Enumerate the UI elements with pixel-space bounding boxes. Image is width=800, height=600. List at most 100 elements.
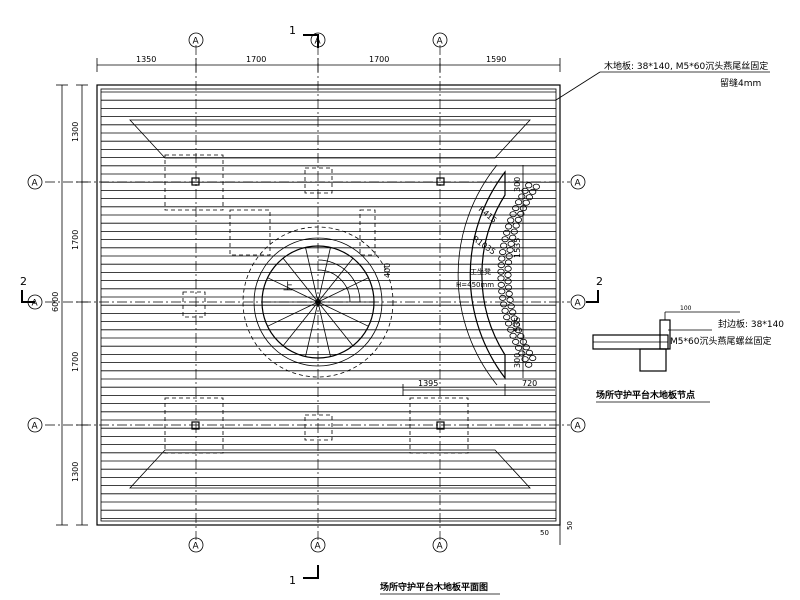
deck-outer-border [96, 84, 561, 526]
pebble [514, 199, 523, 206]
svg-text:A: A [32, 179, 39, 189]
svg-text:535: 535 [513, 317, 522, 332]
pebble [497, 262, 505, 269]
pebble [521, 187, 529, 194]
pebble [509, 234, 517, 241]
svg-text:A: A [437, 542, 444, 552]
stair-up-label: 上 [283, 281, 293, 293]
top-dimension-chain: 1350 1700 1700 1590 [96, 55, 561, 72]
detail-title: 场所守护平台木地板节点 [596, 389, 695, 401]
pebble [504, 259, 513, 266]
pebble [519, 205, 528, 212]
pebble [499, 249, 507, 256]
svg-text:1700: 1700 [369, 55, 389, 64]
pebble [512, 321, 520, 328]
pebble [529, 355, 537, 362]
drawing-title: 场所守护平台木地板平面图 [380, 581, 500, 595]
grid-bubble: A [432, 537, 448, 553]
axis-center-lines [45, 45, 570, 540]
pebble [499, 294, 507, 301]
curved-bench [457, 164, 540, 386]
grid-bubble: A [570, 417, 586, 433]
svg-text:A: A [193, 542, 200, 552]
svg-text:2: 2 [596, 275, 603, 288]
pebble [525, 349, 534, 356]
stair-tread [317, 257, 354, 303]
pebble [504, 223, 513, 230]
pebble [505, 253, 513, 260]
pebble [510, 228, 518, 235]
pebble [525, 194, 534, 201]
grid-bubble: A [27, 174, 43, 190]
pebble [512, 205, 520, 212]
pebble [517, 333, 525, 340]
pebble [510, 315, 518, 322]
pebble [498, 288, 506, 295]
pebble [506, 296, 514, 303]
floor-board-note: 木地板: 38*140, M5*60沉头燕尾丝固定 留缝4mm [555, 60, 770, 101]
svg-text:1300: 1300 [71, 122, 80, 142]
pebble [504, 271, 512, 278]
dashed-outlines [164, 154, 469, 454]
svg-text:A: A [575, 422, 582, 432]
pebble [517, 210, 525, 217]
stair-height-label: 400 [383, 263, 392, 278]
svg-text:A: A [32, 422, 39, 432]
pebble [514, 344, 523, 351]
grid-bubble: A [188, 537, 204, 553]
stair-tread [317, 301, 331, 357]
svg-text:场所守护平台木地板平面图: 场所守护平台木地板平面图 [380, 581, 488, 593]
pebble [504, 320, 513, 327]
pebble [519, 338, 528, 345]
svg-text:A: A [437, 37, 444, 47]
post-markers [191, 177, 445, 430]
pebble [525, 182, 533, 189]
pebble [507, 303, 515, 310]
svg-text:1350: 1350 [136, 55, 156, 64]
pebble [518, 193, 526, 200]
stair-tread [305, 301, 319, 357]
radius-label-r1035: R1035 [471, 234, 497, 256]
pebble [506, 246, 514, 253]
pebble [532, 183, 540, 190]
pebble [497, 268, 505, 275]
pebble [525, 361, 533, 368]
svg-text:A: A [575, 299, 582, 309]
svg-text:50: 50 [566, 521, 574, 530]
svg-text:100: 100 [680, 305, 692, 312]
grid-bubble: A [310, 537, 326, 553]
pebble [503, 229, 511, 236]
pebble [518, 350, 526, 357]
deck-planks [101, 91, 556, 519]
bench-height-label: H=450mm [456, 281, 494, 289]
pebble [509, 332, 517, 339]
bottom-trapezoid-outline [129, 449, 531, 489]
svg-text:A: A [315, 542, 322, 552]
grid-bubble: A [570, 174, 586, 190]
inner-dimension-chain: 1395 720 [402, 379, 555, 396]
pebble [514, 327, 523, 334]
stair-tread [267, 301, 319, 327]
stair-tread [317, 277, 369, 303]
pebble [507, 217, 515, 224]
pebble [504, 278, 512, 285]
svg-text:A: A [575, 179, 582, 189]
deck-inner-border [100, 88, 557, 522]
left-dimension-chain: 1300 1700 1700 1300 6000 [51, 84, 88, 526]
stair-tread [317, 247, 331, 303]
svg-text:1700: 1700 [71, 230, 80, 250]
pebble [498, 255, 506, 262]
top-trapezoid-outline [129, 119, 531, 159]
pebble [501, 236, 509, 243]
section-marker-1: 1 1 [289, 24, 319, 587]
svg-text:1: 1 [289, 24, 296, 37]
pebble [507, 326, 515, 333]
stair-tread [317, 301, 369, 327]
grid-bubble: A [570, 294, 586, 310]
pebble [500, 301, 508, 308]
pebble [504, 265, 512, 272]
svg-text:留缝4mm: 留缝4mm [720, 77, 761, 89]
svg-text:1300: 1300 [71, 462, 80, 482]
